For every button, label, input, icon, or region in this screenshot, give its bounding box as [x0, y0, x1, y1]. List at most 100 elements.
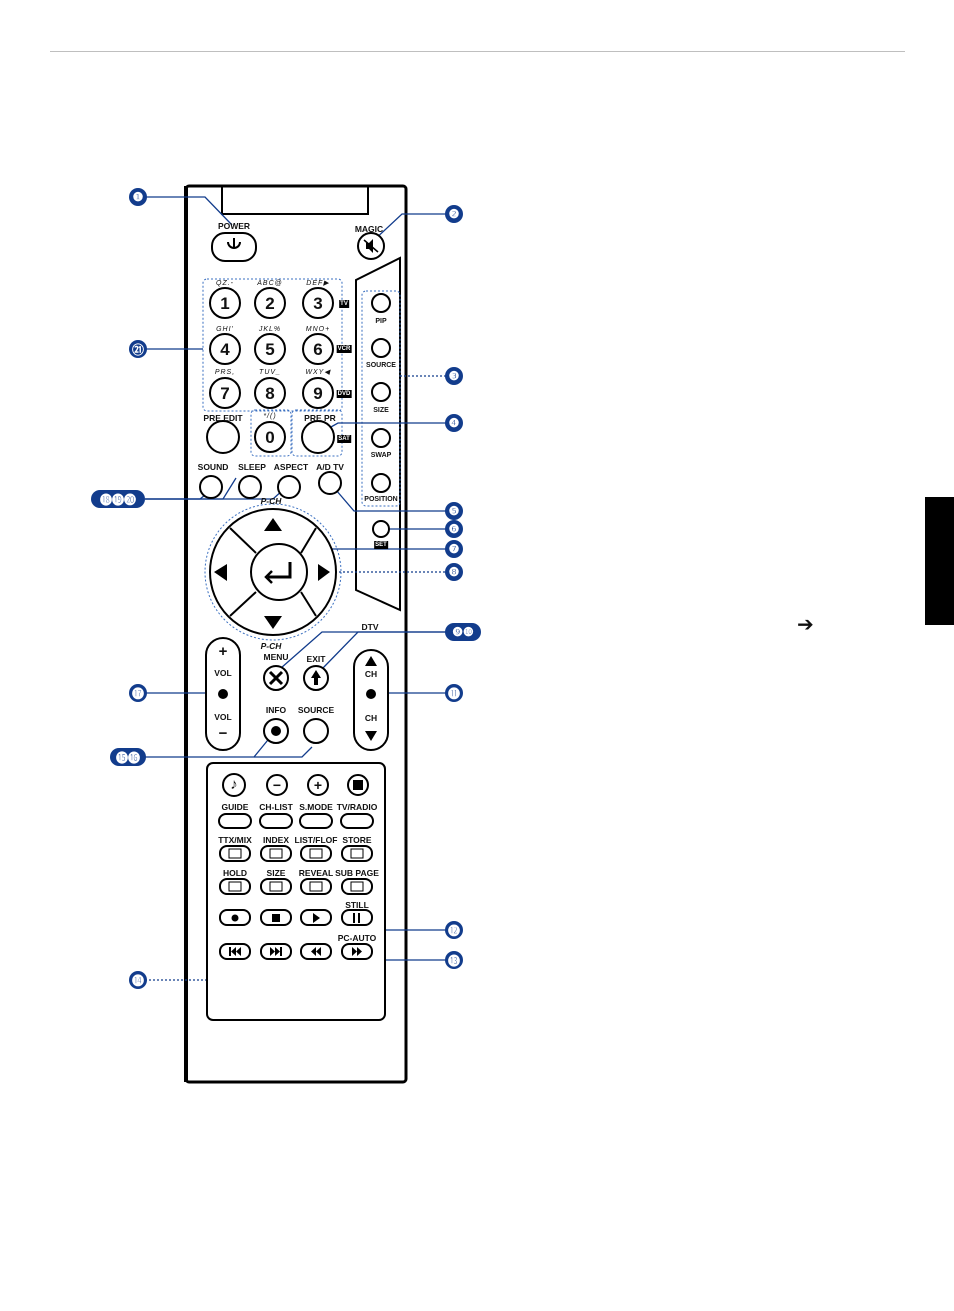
- digit-5[interactable]: 5: [265, 340, 275, 359]
- next-icon: [270, 947, 282, 956]
- pause-icon: [353, 913, 360, 923]
- vol-label-bottom: VOL: [214, 712, 232, 722]
- plus-icon[interactable]: +: [313, 777, 323, 793]
- ttx-mix-label: TTX/MIX: [218, 835, 252, 845]
- callout-1: ❶: [129, 188, 147, 206]
- down-arrow-icon: [264, 616, 282, 629]
- store-label: STORE: [342, 835, 372, 845]
- exit-label: EXIT: [306, 654, 326, 664]
- mute-icon: [363, 239, 379, 253]
- key5-letters: JKL%: [258, 326, 282, 333]
- minus-icon[interactable]: −: [272, 777, 282, 793]
- pip-label: PIP: [375, 318, 387, 325]
- side-panel: [355, 256, 401, 612]
- section-tab: [925, 497, 954, 625]
- callout-6: ❻: [445, 520, 463, 538]
- digit-0[interactable]: 0: [265, 428, 275, 447]
- fast-forward-icon: [352, 947, 362, 956]
- source-side-label: SOURCE: [366, 362, 396, 369]
- callout-2: ❷: [445, 205, 463, 223]
- key4-letters: GHI': [216, 326, 234, 333]
- key1-letters: QZ.-: [216, 280, 234, 287]
- position-label: POSITION: [364, 496, 398, 503]
- stop-icon: [353, 780, 363, 790]
- digit-7[interactable]: 7: [220, 384, 230, 403]
- tag-vcr: VCR: [336, 345, 352, 353]
- callout-9-10: ❾❿: [445, 623, 481, 641]
- still-label: STILL: [345, 900, 369, 910]
- vol-plus-icon[interactable]: +: [218, 643, 228, 660]
- s-mode-label: S.MODE: [299, 802, 333, 812]
- ad-tv-label: A/D TV: [316, 462, 344, 472]
- right-pointer-icon: ➔: [797, 612, 814, 636]
- aspect-label: ASPECT: [273, 462, 309, 472]
- up-arrow-icon: [264, 518, 282, 531]
- tv-radio-label: TV/RADIO: [336, 802, 378, 812]
- p-ch-top-label: P-CH: [260, 496, 282, 506]
- left-arrow-icon: [214, 564, 227, 581]
- tag-sat: SAT: [337, 435, 351, 443]
- callout-17: ⓱: [129, 684, 147, 702]
- icons: [214, 238, 379, 956]
- digit-9[interactable]: 9: [313, 384, 323, 403]
- callout-12: ⓬: [445, 921, 463, 939]
- p-ch-bottom-label: P-CH: [260, 641, 282, 651]
- right-arrow-icon: [318, 564, 330, 581]
- key3-letters: DEF▶: [306, 280, 330, 287]
- power-icon: [227, 238, 241, 249]
- exit-arrow-icon: [311, 670, 321, 685]
- menu-label: MENU: [263, 652, 289, 662]
- key6-letters: MNO+: [305, 326, 331, 333]
- tag-dvd: DVD: [336, 390, 352, 398]
- callout-11: ⓫: [445, 684, 463, 702]
- sub-page-label: SUB PAGE: [335, 868, 379, 878]
- tag-tv: TV: [339, 300, 349, 308]
- source-label: SOURCE: [297, 705, 335, 715]
- callout-5: ❺: [445, 502, 463, 520]
- ch-label-bottom: CH: [364, 713, 378, 723]
- record-icon: [231, 914, 239, 922]
- digit-3[interactable]: 3: [313, 294, 323, 313]
- dtv-label: DTV: [361, 622, 379, 632]
- key0-letters: */(): [263, 413, 277, 420]
- callout-15-16: ⓯⓰: [110, 748, 146, 766]
- callout-8: ❽: [445, 563, 463, 581]
- callout-13: ⓭: [445, 951, 463, 969]
- digit-4[interactable]: 4: [220, 340, 230, 359]
- key7-letters: PRS,: [214, 369, 236, 376]
- callout-21: ㉑: [129, 340, 147, 358]
- ir-window: [221, 185, 369, 215]
- reveal-label: REVEAL: [298, 868, 334, 878]
- size-side-label: SIZE: [373, 407, 389, 414]
- vol-minus-icon[interactable]: −: [218, 725, 228, 742]
- list-flof-label: LIST/FLOF: [294, 835, 338, 845]
- ch-list-label: CH-LIST: [259, 802, 293, 812]
- ch-down-icon: [365, 731, 377, 741]
- digit-6[interactable]: 6: [313, 340, 323, 359]
- sleep-label: SLEEP: [238, 462, 266, 472]
- vol-label-top: VOL: [214, 668, 232, 678]
- callout-4: ❹: [445, 414, 463, 432]
- size-label: SIZE: [266, 868, 286, 878]
- stop-small-icon: [272, 914, 280, 922]
- info-dot-icon: [271, 726, 281, 736]
- info-label: INFO: [265, 705, 287, 715]
- digit-8[interactable]: 8: [265, 384, 275, 403]
- top-rule: [50, 51, 905, 52]
- pre-pr-label: PRE PR: [304, 413, 336, 423]
- callout-7: ❼: [445, 540, 463, 558]
- tag-set: SET: [374, 541, 388, 549]
- magic-label: MAGIC: [354, 224, 384, 234]
- music-note-icon[interactable]: ♪: [230, 776, 238, 793]
- digit-2[interactable]: 2: [265, 294, 275, 313]
- ch-label-top: CH: [364, 669, 378, 679]
- key8-letters: TUV_: [259, 369, 281, 376]
- guide-label: GUIDE: [221, 802, 249, 812]
- pc-auto-label: PC-AUTO: [337, 933, 377, 943]
- rewind-icon: [311, 947, 321, 956]
- digit-1[interactable]: 1: [220, 294, 230, 313]
- ch-up-icon: [365, 656, 377, 666]
- enter-icon: [264, 562, 292, 584]
- play-icon: [313, 913, 320, 923]
- callout-14: ⓮: [129, 971, 147, 989]
